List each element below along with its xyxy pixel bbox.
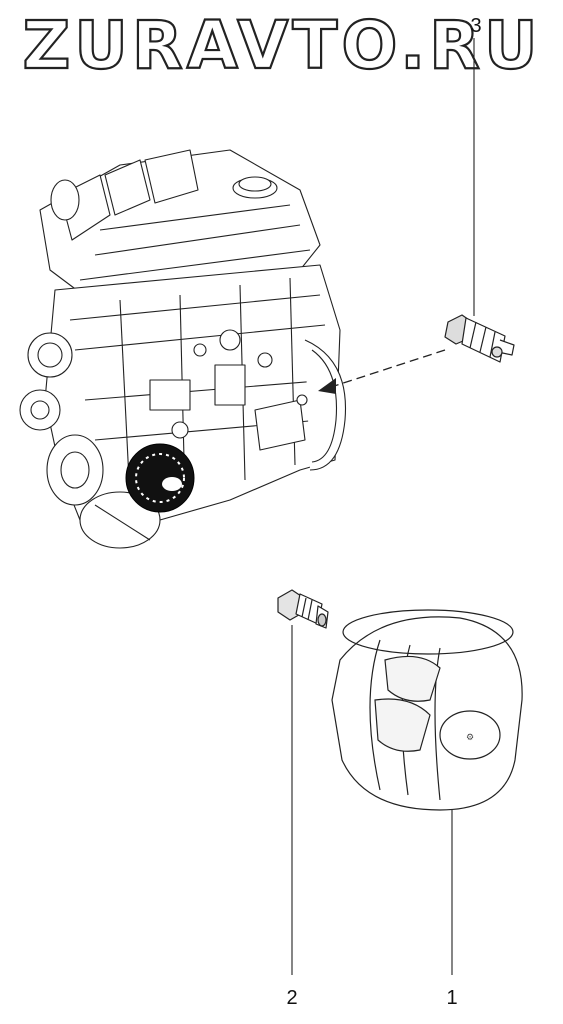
svg-text:⚙: ⚙ [466, 733, 474, 743]
part-oil-filter: ⚙ [331, 609, 523, 811]
engine-oil-filter-mount [125, 443, 195, 513]
engine-illustration [19, 149, 347, 549]
part-sensor-fitting [277, 589, 329, 629]
callout-2: 2 [286, 987, 297, 1009]
callout-1: 1 [446, 987, 457, 1009]
callout-3: 3 [470, 15, 481, 37]
part-oil-pressure-switch [444, 314, 515, 363]
mounting-arrow [318, 349, 446, 394]
watermark-text: ZURAVTO.RU [22, 7, 541, 84]
leader-lines [291, 38, 475, 975]
